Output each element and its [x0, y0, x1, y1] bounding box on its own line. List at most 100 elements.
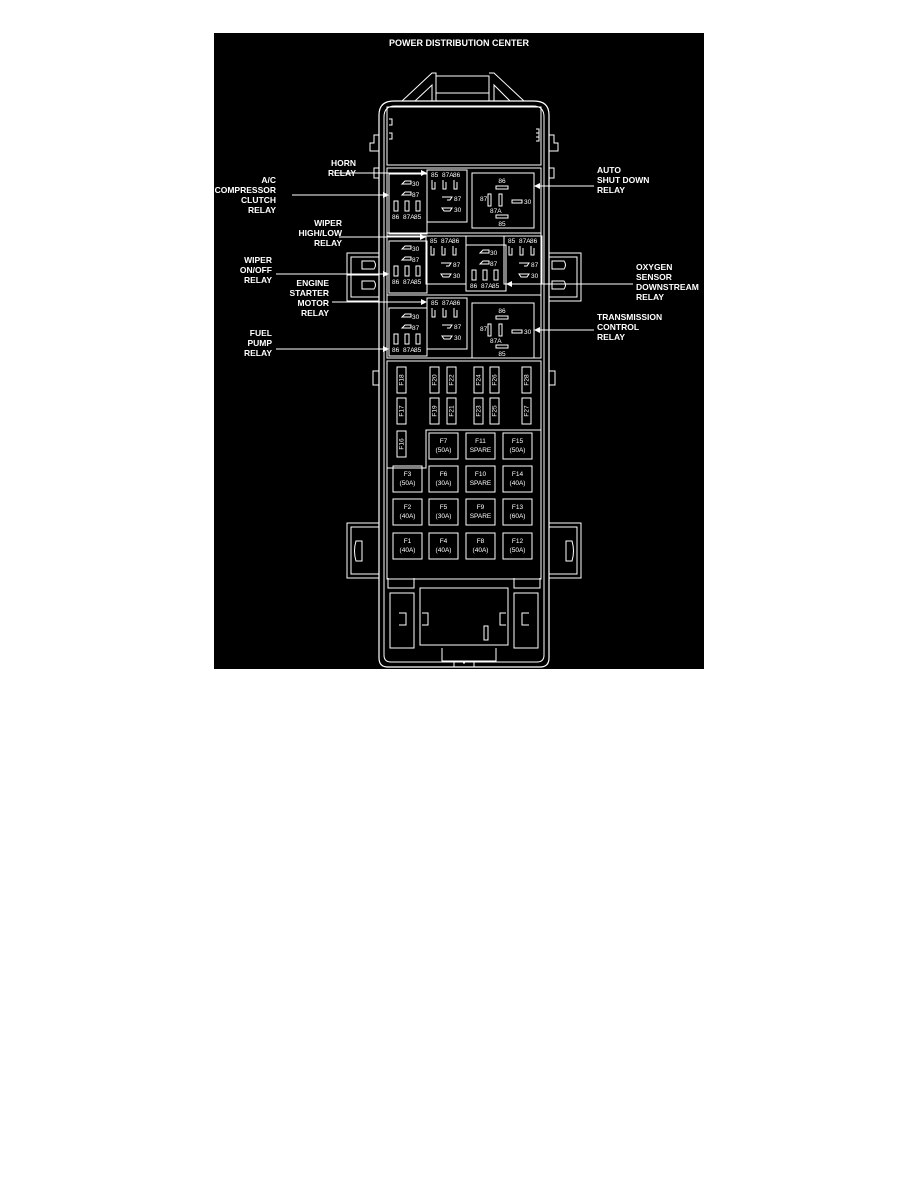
svg-text:RELAY: RELAY: [314, 238, 342, 248]
mini-fuse: F26: [489, 366, 500, 394]
svg-text:87: 87: [453, 262, 461, 269]
mini-fuse: F17: [396, 397, 407, 425]
svg-text:F4: F4: [440, 538, 448, 545]
relay-pin-label: 86: [453, 172, 461, 179]
relay-pin-label: 86: [392, 279, 400, 286]
svg-text:87: 87: [531, 262, 539, 269]
svg-text:86: 86: [498, 308, 506, 315]
relay-pin-label: 87A: [519, 238, 531, 245]
svg-text:FUEL: FUEL: [250, 328, 272, 338]
svg-text:(60A): (60A): [510, 513, 526, 520]
svg-text:TRANSMISSION: TRANSMISSION: [597, 312, 662, 322]
svg-text:WIPER: WIPER: [314, 218, 342, 228]
svg-text:(30A): (30A): [436, 480, 452, 487]
relay-pin-label: 85: [508, 238, 516, 245]
relay-bank-3: [386, 294, 542, 359]
mini-fuse: F27: [521, 397, 532, 425]
maxi-fuse: F6 (30A): [428, 465, 459, 493]
svg-text:SPARE: SPARE: [470, 480, 492, 487]
svg-text:SPARE: SPARE: [470, 447, 492, 454]
svg-text:(40A): (40A): [473, 547, 489, 554]
svg-text:F28: F28: [524, 374, 531, 386]
svg-text:85: 85: [498, 221, 506, 228]
mini-fuse: F23: [473, 397, 484, 425]
svg-text:30: 30: [531, 273, 539, 280]
maxi-fuse: F2 (40A): [392, 498, 423, 526]
svg-text:F12: F12: [512, 538, 524, 545]
svg-text:87A: 87A: [490, 338, 502, 345]
svg-text:87: 87: [454, 196, 462, 203]
power-distribution-center-diagram: POWER DISTRIBUTION CENTER: [214, 33, 704, 669]
svg-text:(40A): (40A): [400, 513, 416, 520]
svg-text:30: 30: [490, 250, 498, 257]
maxi-fuse: F1(40A): [392, 532, 423, 560]
svg-text:WIPER: WIPER: [244, 255, 272, 265]
relay-bank-1: [386, 167, 542, 237]
maxi-fuse: F7 (50A): [428, 432, 459, 460]
maxi-fuse-grid: F7(50A)F11SPAREF15(50A)F3(50A)F6(30A)F10…: [392, 432, 533, 560]
relay-pin-label: 85: [431, 172, 439, 179]
svg-text:SENSOR: SENSOR: [636, 272, 672, 282]
svg-text:(50A): (50A): [436, 447, 452, 454]
svg-text:F9: F9: [477, 504, 485, 511]
svg-text:RELAY: RELAY: [248, 205, 276, 215]
svg-text:ENGINE: ENGINE: [296, 278, 329, 288]
svg-text:HORN: HORN: [331, 158, 356, 168]
svg-text:87A: 87A: [490, 208, 502, 215]
svg-text:COMPRESSOR: COMPRESSOR: [215, 185, 276, 195]
relay-pin-label: 85: [414, 214, 422, 221]
svg-text:DOWNSTREAM: DOWNSTREAM: [636, 282, 699, 292]
relay-pin-label: 85: [414, 279, 422, 286]
left-callouts: HORNRELAYA/CCOMPRESSORCLUTCHRELAYWIPERHI…: [215, 158, 427, 358]
svg-text:F3: F3: [404, 471, 412, 478]
svg-text:86: 86: [498, 178, 506, 185]
maxi-fuse: F14(40A): [502, 465, 533, 493]
maxi-fuse: F3(50A): [392, 465, 423, 493]
maxi-fuse: F13(60A): [502, 498, 533, 526]
svg-text:F20: F20: [432, 374, 439, 386]
svg-text:CLUTCH: CLUTCH: [241, 195, 276, 205]
svg-text:F11: F11: [475, 438, 486, 445]
svg-text:F24: F24: [476, 374, 483, 386]
svg-text:SHUT DOWN: SHUT DOWN: [597, 175, 649, 185]
relay-pin-label: 85: [430, 238, 438, 245]
svg-text:OXYGEN: OXYGEN: [636, 262, 672, 272]
svg-text:F5: F5: [440, 504, 448, 511]
svg-text:F6: F6: [440, 471, 448, 478]
svg-text:87: 87: [412, 325, 420, 332]
mini-fuse: F16: [396, 430, 407, 458]
svg-text:F15: F15: [512, 438, 524, 445]
svg-text:(50A): (50A): [510, 447, 526, 454]
relay-pin-label: 86: [470, 283, 478, 290]
relay-pin-label: 86: [530, 238, 538, 245]
svg-text:87: 87: [412, 257, 420, 264]
svg-text:30: 30: [524, 199, 532, 206]
relay-pin-label: 85: [431, 300, 439, 307]
relay-pin-label: 86: [392, 347, 400, 354]
svg-text:F7: F7: [440, 438, 448, 445]
svg-text:F2: F2: [404, 504, 412, 511]
svg-text:ON/OFF: ON/OFF: [240, 265, 272, 275]
svg-text:87: 87: [480, 326, 488, 333]
svg-text:F17: F17: [399, 405, 406, 417]
housing-outline: [346, 72, 582, 668]
mini-fuse: F22: [446, 366, 457, 394]
svg-text:F8: F8: [477, 538, 485, 545]
svg-text:SPARE: SPARE: [470, 513, 492, 520]
relay-pin-label: 87A: [442, 300, 454, 307]
mini-fuse: F18: [396, 366, 407, 394]
svg-text:(30A): (30A): [436, 513, 452, 520]
svg-text:F25: F25: [492, 405, 499, 417]
svg-text:RELAY: RELAY: [301, 308, 329, 318]
mini-fuse: F28: [521, 366, 532, 394]
